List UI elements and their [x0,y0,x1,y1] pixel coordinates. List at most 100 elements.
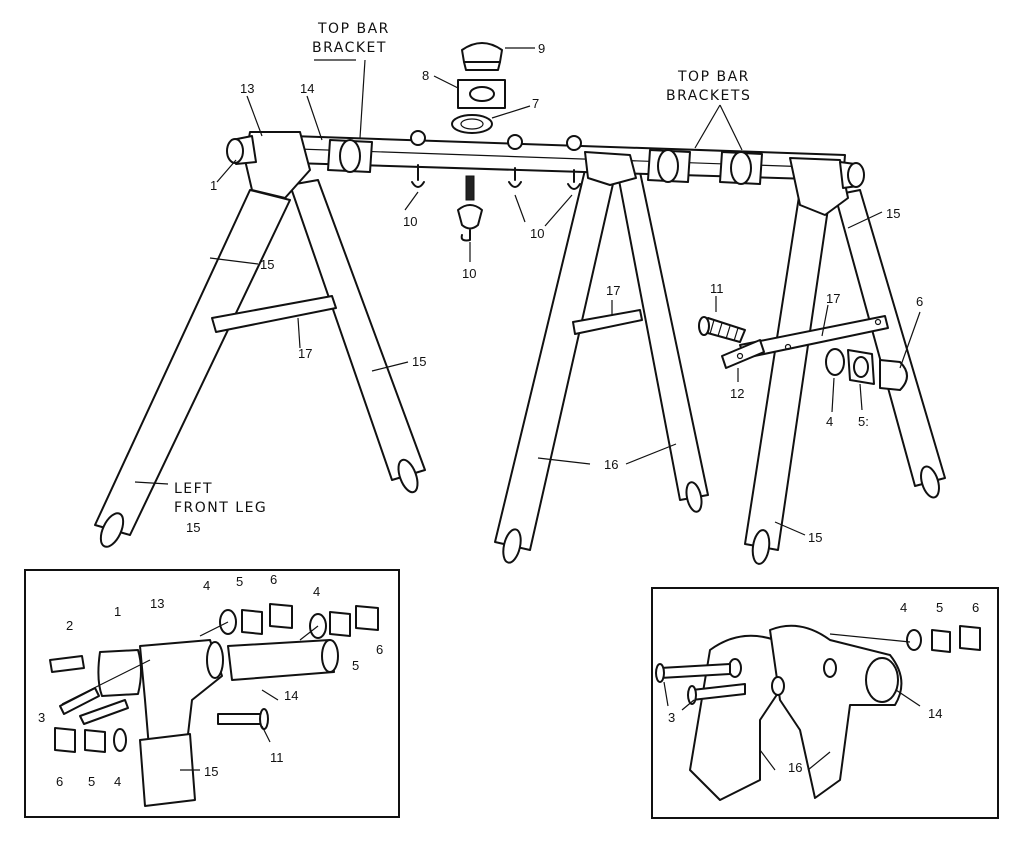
left-cross-brace [211,295,337,333]
center-fitting-left [689,634,781,801]
inset-left-label-6b: 6 [376,642,383,657]
inset-left-label-2: 2 [66,618,73,633]
right-corner-fitting [789,157,865,216]
caption-top-bar-bracket-l2: BRACKET [312,40,387,56]
inset-left-corner-detail: 2 1 13 4 5 6 4 5 6 3 14 11 15 6 5 4 [24,569,400,818]
label-part-10-c: 10 [530,226,544,241]
label-part-15-b: 15 [412,354,426,369]
nut-5 [847,349,875,385]
inset-right-center-detail: 4 5 6 3 14 16 [651,587,999,819]
label-part-10-a: 10 [403,214,417,229]
label-part-14: 14 [300,81,314,96]
swing-hook-center [457,175,483,242]
bolt-3-a [59,687,100,715]
left-corner-fitting [226,131,311,199]
label-part-12: 12 [730,386,744,401]
label-part-15-e: 15 [808,530,822,545]
swing-hanger-2 [507,134,523,188]
top-bar-tube-14-inset [865,657,899,703]
label-part-15-a: 15 [260,257,274,272]
inset-left-label-5c: 5 [88,774,95,789]
label-part-10-b: 10 [462,266,476,281]
label-part-13: 13 [240,81,254,96]
washer-4-inset [906,629,922,651]
inset-left-label-13: 13 [150,596,164,611]
washer-4-c [113,728,127,752]
bracket-plate-12 [721,339,765,369]
caption-top-bar-bracket-l1: TOP BAR [317,21,390,37]
inset-left-label-11: 11 [270,750,284,765]
inset-right-label-5: 5 [936,600,943,615]
bolt-11-inset [217,713,263,725]
label-part-1: 1 [210,178,217,193]
inset-left-label-5b: 5 [352,658,359,673]
label-part-17-a: 17 [298,346,312,361]
inset-left-label-4b: 4 [313,584,320,599]
washer-4 [825,348,845,376]
right-front-leg [744,189,831,565]
caption-top-bar-brackets-l1: TOP BAR [677,69,750,85]
label-part-6: 6 [916,294,923,309]
label-part-17-c: 17 [826,291,840,306]
label-part-15-c: 15 [186,520,200,535]
inset-right-frame [651,587,999,819]
inset-right-label-6: 6 [972,600,979,615]
top-bar-bracket-right-2 [719,151,763,185]
bolt-11 [698,316,746,343]
inset-left-label-5a: 5 [236,574,243,589]
inset-right-label-14: 14 [928,706,942,721]
inset-left-label-15: 15 [204,764,218,779]
inset-right-label-3: 3 [668,710,675,725]
cap-nut-6 [879,359,908,391]
label-part-5: 5: [858,414,869,429]
caption-left-front-leg-l2: FRONT LEG [174,500,267,516]
top-bar-tube-14 [227,639,335,681]
caption-top-bar-brackets-l2: BRACKETS [666,88,751,104]
left-rear-leg [289,179,426,494]
right-rear-leg [834,189,946,499]
inset-left-label-6a: 6 [270,572,277,587]
nut-5-c [84,729,106,753]
inset-left-label-14: 14 [284,688,298,703]
cap-nut-9 [461,42,503,71]
inset-right-leaders [663,633,921,771]
swing-hanger-1 [410,130,426,188]
inset-left-label-4c: 4 [114,774,121,789]
middle-cross-brace [572,309,643,335]
label-part-8: 8 [422,68,429,83]
label-part-16: 16 [604,457,618,472]
cap-nut-6-inset [959,625,981,651]
inset-right-label-4: 4 [900,600,907,615]
label-part-9: 9 [538,41,545,56]
middle-front-leg [494,169,616,564]
pin-2 [49,655,85,673]
inset-left-label-1: 1 [114,604,121,619]
inset-left-label-6c: 6 [56,774,63,789]
inset-left-label-4a: 4 [203,578,210,593]
label-part-15-d: 15 [886,206,900,221]
cap-nut-6-a [269,603,293,629]
leg-tube-15 [139,733,196,807]
inset-left-label-3: 3 [38,710,45,725]
inset-right-label-16: 16 [788,760,802,775]
cap-nut-6-c [54,727,76,753]
leader-lines [134,47,921,536]
label-part-7: 7 [532,96,539,111]
end-cap-1 [97,649,142,697]
label-part-4: 4 [826,414,833,429]
inset-left-leaders [61,621,319,771]
cap-nut-6-b [355,605,379,631]
main-assembly: TOP BAR BRACKET TOP BAR BRACKETS LEFT FR… [94,21,946,565]
nut-5-a [241,609,263,635]
bolt-3-b [79,699,129,725]
nut-5-inset [931,629,951,653]
inset-left-frame [24,569,400,818]
swing-hanger-3 [566,135,582,190]
lock-washer-7 [451,114,493,134]
middle-fitting [584,151,637,186]
nut-8 [457,79,506,109]
top-bar-bracket-right-1 [647,149,691,183]
nut-5-b [329,611,351,637]
caption-left-front-leg-l1: LEFT [174,481,213,497]
